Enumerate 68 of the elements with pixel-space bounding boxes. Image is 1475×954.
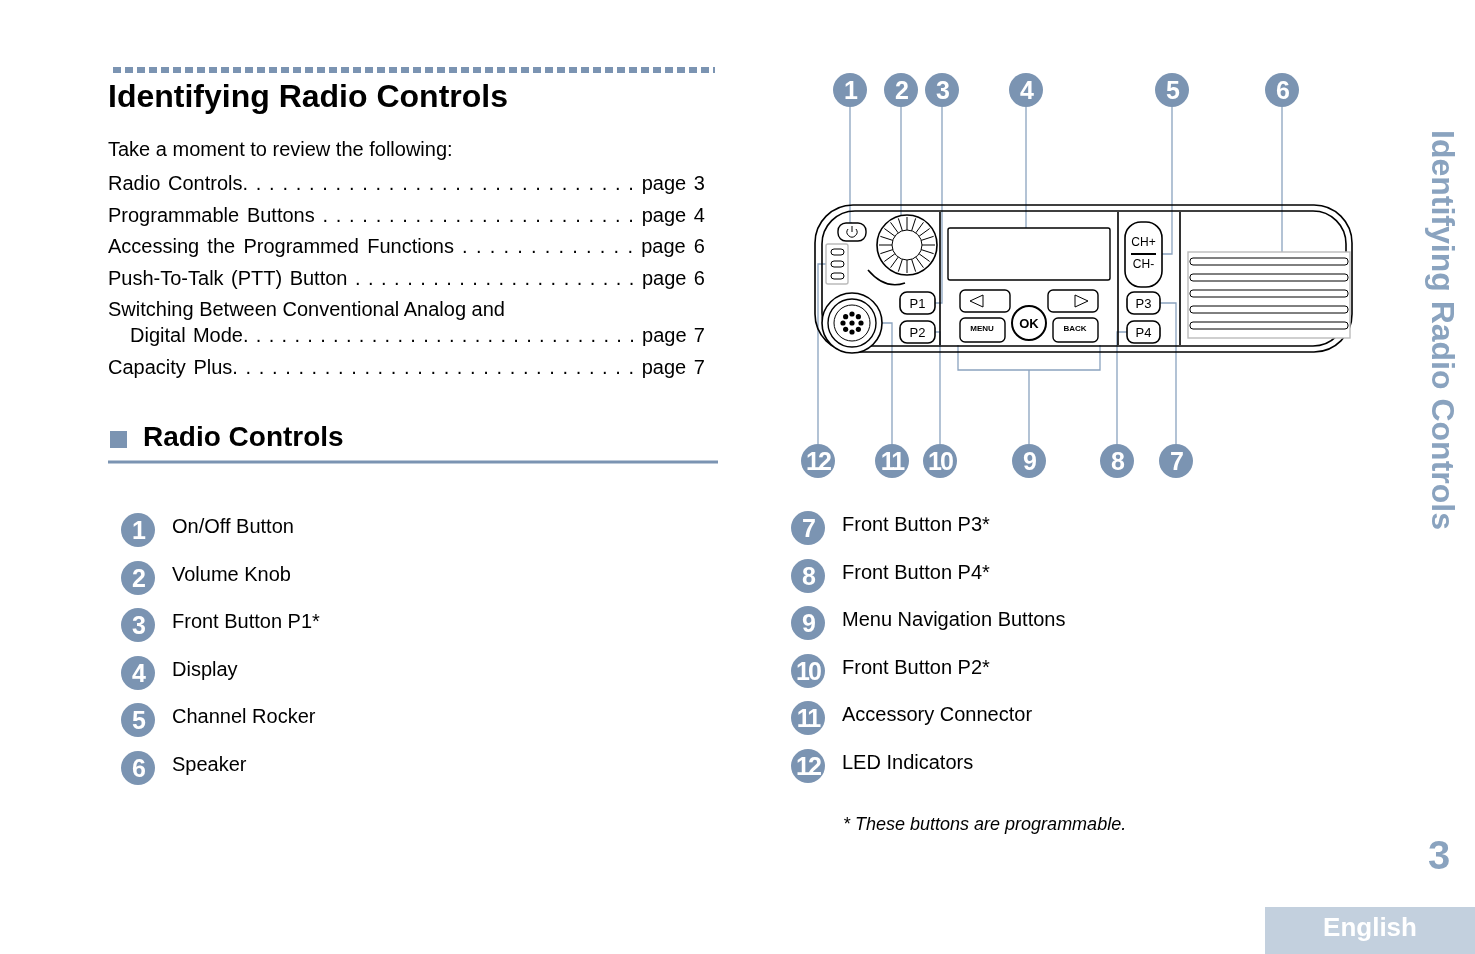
leader-line: [817, 263, 827, 445]
part-name: Channel Rocker: [172, 705, 316, 729]
part-name: Speaker: [172, 753, 247, 776]
callout-number: 4: [1009, 73, 1043, 107]
callout-number: 2: [884, 73, 918, 107]
part-name: On/Off Button: [172, 515, 294, 538]
p4-button: P4: [1126, 320, 1161, 344]
toc-entry: Programmable Buttons . . . . . . . . . . . . . . . . . . . . . . . . page 4: [108, 203, 705, 228]
p2-button: P2: [899, 320, 936, 344]
toc-entry: Accessing the Programmed Functions . . . . . . . . . . . . . page 6: [108, 234, 705, 259]
callout-number: 7: [1159, 444, 1193, 478]
leader-line: [1025, 106, 1027, 229]
channel-rocker: CH+ CH-: [1124, 221, 1163, 288]
part-name: Front Button P2*: [842, 655, 990, 679]
callout-number: 3: [121, 608, 155, 643]
callout-number: 8: [1100, 444, 1134, 478]
callout-number: 11: [791, 701, 825, 736]
leader-line: [957, 344, 1101, 445]
callout-number: 12: [801, 444, 835, 478]
navigation-buttons: MENU OK BACK: [959, 289, 1099, 343]
callout-number: 3: [925, 73, 959, 107]
callout-number: 9: [791, 606, 825, 641]
led-indicators: [825, 243, 849, 285]
callout-number: 5: [1155, 73, 1189, 107]
volume-knob: [876, 214, 938, 276]
callout-number: 10: [791, 653, 825, 688]
callout-number: 6: [1265, 73, 1299, 107]
leader-line: [1116, 331, 1128, 445]
callout-number: 11: [875, 444, 909, 478]
callout-number: 4: [121, 655, 155, 690]
callout-number: 5: [121, 703, 155, 738]
toc-entry: Radio Controls. . . . . . . . . . . . . . . . . . . . . . . . . . . . . . page 3: [108, 171, 705, 196]
callout-number: 1: [121, 513, 155, 547]
callout-number: 10: [923, 444, 957, 478]
p1-button: P1: [899, 291, 936, 315]
part-name: Front Button P1*: [172, 610, 320, 634]
toc-entry: Switching Between Conventional Analog and Digital Mode. . . . . . . . . . . . . . . . . . . . . . . . . . . . . . . page 7: [108, 297, 705, 348]
speaker-grille: [1187, 251, 1351, 339]
display-screen: [947, 227, 1111, 281]
power-button: [837, 222, 867, 242]
part-name: Accessory Connector: [842, 703, 1033, 727]
toc-entry: Capacity Plus. . . . . . . . . . . . . . . . . . . . . . . . . . . . . . . page 7: [108, 355, 705, 380]
callout-number: 6: [121, 751, 155, 785]
part-name: Front Button P3*: [842, 513, 990, 536]
leader-line: [1281, 106, 1283, 253]
callout-number: 7: [791, 511, 825, 545]
part-name: LED Indicators: [842, 751, 974, 774]
callout-number: 1: [833, 73, 867, 107]
callout-number: 8: [791, 558, 825, 593]
language-tab: English: [1265, 907, 1475, 954]
callout-number: 9: [1012, 444, 1046, 478]
callout-number: 12: [791, 749, 825, 783]
page-title: Identifying Radio Controls: [108, 78, 508, 115]
accessory-connector: [821, 292, 883, 354]
side-tab-text: Identifying Radio Controls: [1424, 130, 1461, 530]
toc-entry: Push-To-Talk (PTT) Button . . . . . . . . . . . . . . . . . . . . . . page 6: [108, 266, 705, 291]
callout-number: 2: [121, 560, 155, 595]
part-name: Display: [172, 657, 238, 681]
p3-button: P3: [1126, 291, 1161, 315]
section-heading: Radio Controls: [143, 421, 344, 453]
page-number: 3: [1428, 833, 1451, 878]
footnote: * These buttons are programmable.: [843, 814, 1127, 835]
part-name: Volume Knob: [172, 562, 291, 586]
leader-line: [900, 106, 902, 217]
part-name: Menu Navigation Buttons: [842, 608, 1066, 632]
leader-line: [849, 106, 853, 224]
intro-text: Take a moment to review the following:: [108, 138, 453, 161]
part-name: Front Button P4*: [842, 560, 990, 584]
